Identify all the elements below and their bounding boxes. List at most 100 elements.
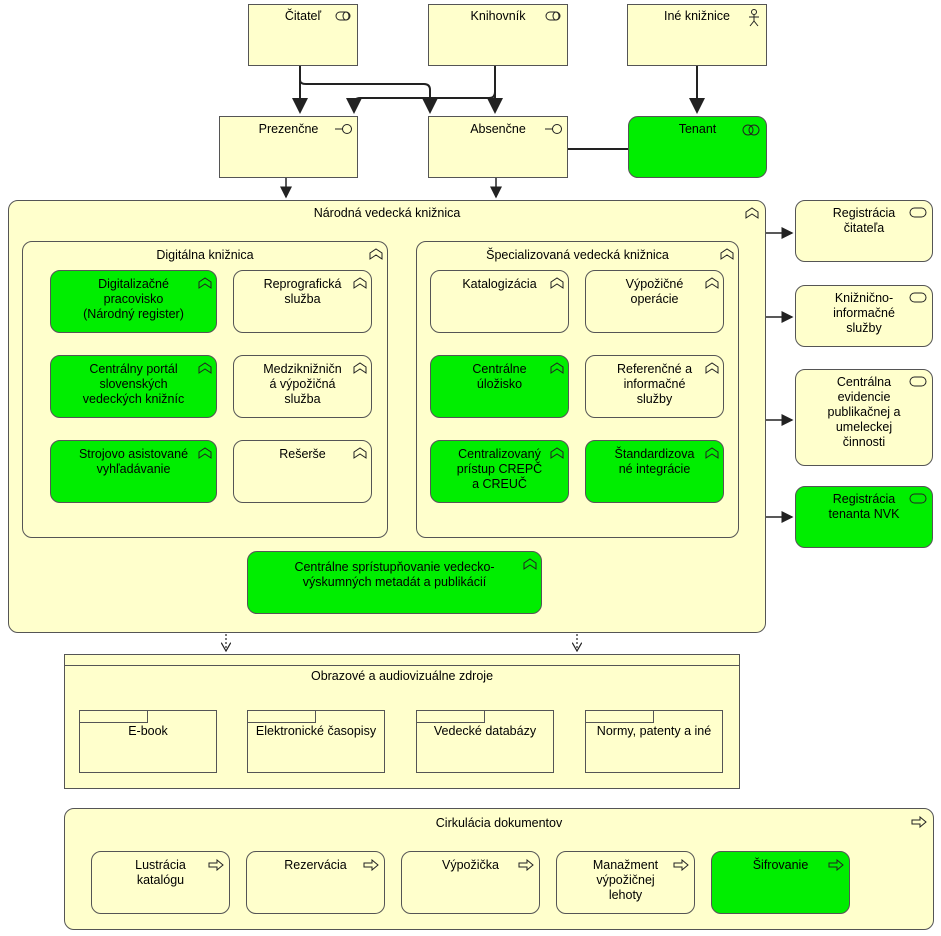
- service-registracia-citatela[interactable]: Registrácia čitateľa: [795, 200, 933, 262]
- artifact-tab: [586, 711, 654, 723]
- function-vypozicne-operacie[interactable]: Výpožičné operácie: [585, 270, 724, 333]
- service-centralna-evidencia[interactable]: Centrálna evidencie publikačnej a umelec…: [795, 369, 933, 466]
- function-icon: [198, 447, 212, 459]
- actor-kniznovnik-label: Knihovník: [470, 9, 526, 23]
- process-arrow-icon: [208, 859, 224, 871]
- function-label: Rešerše: [279, 447, 326, 461]
- actor-ine-kniznice-label: Iné knižnice: [663, 9, 730, 23]
- service-label: Centrálna evidencie publikačnej a umelec…: [827, 375, 901, 449]
- group-digitalna-title: Digitálna knižnica: [156, 248, 254, 262]
- function-centralne-spristupnovanie[interactable]: Centrálne sprístupňovanie vedecko- výsku…: [247, 551, 542, 614]
- edge-knihovnik-prezencne: [346, 66, 496, 114]
- resource-elektronicke-casopisy[interactable]: Elektronické časopisy: [247, 710, 385, 773]
- function-icon: [550, 277, 564, 289]
- function-strojovo-asistovane[interactable]: Strojovo asistované vyhľadávanie: [50, 440, 217, 503]
- resource-ebook[interactable]: E-book: [79, 710, 217, 773]
- function-standardizovane-integracie[interactable]: Štandardizova né integrácie: [585, 440, 724, 503]
- function-centralne-ulozisko[interactable]: Centrálne úložisko: [430, 355, 569, 418]
- function-reserse[interactable]: Rešerše: [233, 440, 372, 503]
- artifact-tab: [417, 711, 485, 723]
- actor-kniznovnik[interactable]: Knihovník: [428, 4, 568, 66]
- process-arrow-icon: [828, 859, 844, 871]
- group-nvk-title: Národná vedecká knižnica: [313, 206, 461, 220]
- function-icon: [353, 362, 367, 374]
- function-referencne-sluzby[interactable]: Referenčné a informačné služby: [585, 355, 724, 418]
- function-icon: [705, 447, 719, 459]
- actor-icon: [749, 9, 759, 27]
- function-label: Výpožičné operácie: [625, 277, 684, 306]
- resource-label: Elektronické časopisy: [255, 724, 377, 738]
- function-katalogizacia[interactable]: Katalogizácia: [430, 270, 569, 333]
- process-vypozicka[interactable]: Výpožička: [401, 851, 540, 914]
- process-arrow-icon: [673, 859, 689, 871]
- function-icon: [705, 277, 719, 289]
- function-label: Referenčné a informačné služby: [616, 362, 693, 406]
- process-label: Šifrovanie: [752, 858, 809, 872]
- service-icon: [909, 292, 927, 303]
- interface-tenant-label: Tenant: [678, 122, 717, 136]
- function-label: Medziknižničn á výpožičná služba: [263, 362, 342, 406]
- group-obrazove-title: Obrazové a audiovizuálne zdroje: [310, 669, 494, 683]
- function-label: Štandardizova né integrácie: [614, 447, 695, 476]
- process-rezervacia[interactable]: Rezervácia: [246, 851, 385, 914]
- actor-citatel-label: Čitateľ: [284, 9, 322, 23]
- process-arrow-icon: [911, 816, 927, 828]
- function-label: Reprografická služba: [263, 277, 342, 306]
- process-label: Manažment výpožičnej lehoty: [592, 858, 659, 902]
- process-manazment-lehoty[interactable]: Manažment výpožičnej lehoty: [556, 851, 695, 914]
- service-icon: [909, 376, 927, 387]
- service-icon: [909, 493, 927, 504]
- role-icon: [335, 11, 351, 21]
- interface-icon: [545, 124, 562, 134]
- function-reprograficka-sluzba[interactable]: Reprografická služba: [233, 270, 372, 333]
- function-label: Centrálne úložisko: [472, 362, 527, 391]
- service-icon: [909, 207, 927, 218]
- function-icon: [745, 207, 759, 219]
- resource-vedecke-databazy[interactable]: Vedecké databázy: [416, 710, 554, 773]
- function-centralizovany-pristup[interactable]: Centralizovaný prístup CREPČ a CREUČ: [430, 440, 569, 503]
- actor-ine-kniznice[interactable]: Iné knižnice: [627, 4, 767, 66]
- function-label: Centrálne sprístupňovanie vedecko- výsku…: [294, 560, 495, 589]
- function-icon: [353, 447, 367, 459]
- function-medzikniznicna-sluzba[interactable]: Medziknižničn á výpožičná služba: [233, 355, 372, 418]
- resource-label: Normy, patenty a iné: [596, 724, 712, 738]
- divider: [65, 665, 739, 666]
- artifact-tab: [80, 711, 148, 723]
- function-icon: [353, 277, 367, 289]
- process-lustracia-katalogu[interactable]: Lustrácia katalógu: [91, 851, 230, 914]
- edge-citatel-absencne: [299, 66, 438, 114]
- process-label: Rezervácia: [284, 858, 347, 872]
- service-registracia-tenanta[interactable]: Registrácia tenanta NVK: [795, 486, 933, 548]
- function-icon: [550, 362, 564, 374]
- role-icon: [545, 11, 561, 21]
- function-label: Centrálny portál slovenských vedeckých k…: [82, 362, 185, 406]
- actor-citatel[interactable]: Čitateľ: [248, 4, 358, 66]
- process-sifrovanie[interactable]: Šifrovanie: [711, 851, 850, 914]
- interface-tenant[interactable]: Tenant: [628, 116, 767, 178]
- function-centralny-portal[interactable]: Centrálny portál slovenských vedeckých k…: [50, 355, 217, 418]
- function-icon: [523, 558, 537, 570]
- function-digitalizacne-pracovisko[interactable]: Digitalizačné pracovisko (Národný regist…: [50, 270, 217, 333]
- service-label: Registrácia čitateľa: [832, 206, 896, 235]
- process-arrow-icon: [518, 859, 534, 871]
- collaboration-icon: [742, 124, 760, 136]
- function-icon: [550, 447, 564, 459]
- artifact-tab: [248, 711, 316, 723]
- service-label: Knižnično- informačné služby: [833, 291, 895, 335]
- function-label: Strojovo asistované vyhľadávanie: [78, 447, 189, 476]
- resource-label: Vedecké databázy: [433, 724, 537, 738]
- service-label: Registrácia tenanta NVK: [828, 492, 900, 521]
- resource-label: E-book: [128, 724, 168, 738]
- function-icon: [720, 248, 734, 260]
- interface-absencne-label: Absenčne: [470, 122, 526, 136]
- interface-absencne[interactable]: Absenčne: [428, 116, 568, 178]
- service-kniznicno-informacne[interactable]: Knižnično- informačné služby: [795, 285, 933, 347]
- group-specializovana-title: Špecializovaná vedecká knižnica: [486, 248, 669, 262]
- resource-normy-patenty[interactable]: Normy, patenty a iné: [585, 710, 723, 773]
- function-icon: [198, 362, 212, 374]
- function-icon: [369, 248, 383, 260]
- function-label: Digitalizačné pracovisko (Národný regist…: [83, 277, 184, 321]
- interface-icon: [335, 124, 352, 134]
- interface-prezencne[interactable]: Prezenčne: [219, 116, 358, 178]
- function-label: Katalogizácia: [462, 277, 537, 291]
